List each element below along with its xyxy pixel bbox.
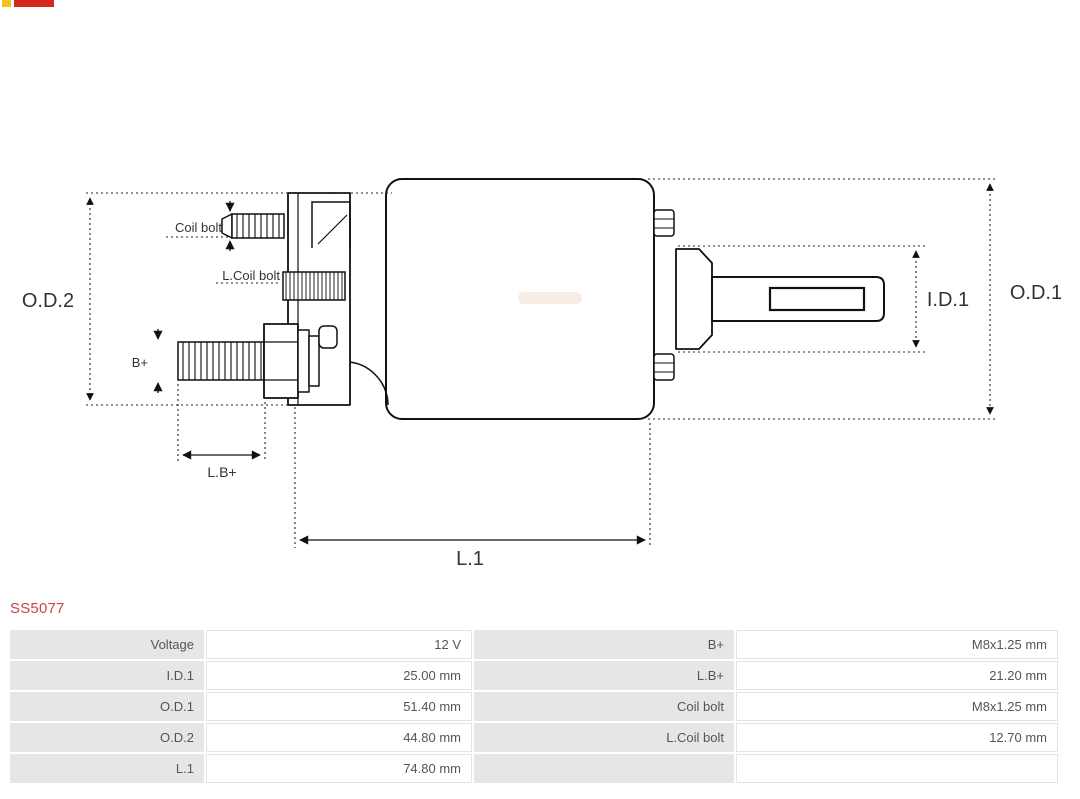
spec-value-cell: 44.80 mm: [206, 723, 472, 752]
spec-value-cell: M8x1.25 mm: [736, 630, 1058, 659]
table-row: L.1 74.80 mm: [10, 754, 1058, 783]
coil-terminal-block: [282, 271, 346, 301]
id1-label: I.D.1: [927, 289, 969, 311]
spec-value-cell: 51.40 mm: [206, 692, 472, 721]
table-row: I.D.1 25.00 mm L.B+ 21.20 mm: [10, 661, 1058, 690]
dimension-lines: [86, 178, 998, 548]
table-row: O.D.1 51.40 mm Coil bolt M8x1.25 mm: [10, 692, 1058, 721]
spec-value-cell: [736, 754, 1058, 783]
od1-label: O.D.1: [1010, 282, 1062, 304]
table-row: O.D.2 44.80 mm L.Coil bolt 12.70 mm: [10, 723, 1058, 752]
spec-label-cell: [474, 754, 734, 783]
plunger-collar: [675, 248, 713, 350]
spec-table: Voltage 12 V B+ M8x1.25 mm I.D.1 25.00 m…: [8, 628, 1060, 785]
terminal-tab-bottom: [653, 353, 675, 381]
spec-value-cell: 12.70 mm: [736, 723, 1058, 752]
spec-label-cell: L.Coil bolt: [474, 723, 734, 752]
spec-label-cell: L.B+: [474, 661, 734, 690]
spec-value-cell: 74.80 mm: [206, 754, 472, 783]
spec-value-cell: M8x1.25 mm: [736, 692, 1058, 721]
l-coil-bolt-label: L.Coil bolt: [222, 268, 280, 283]
l-b-plus-label: L.B+: [207, 464, 236, 480]
b-plus-stud: [177, 323, 338, 399]
od2-label: O.D.2: [22, 290, 74, 312]
logo-fragment: [2, 0, 54, 7]
part-number: SS5077: [10, 600, 65, 617]
spec-label-cell: I.D.1: [10, 661, 204, 690]
spec-value-cell: 12 V: [206, 630, 472, 659]
spec-label-cell: B+: [474, 630, 734, 659]
spec-value-cell: 25.00 mm: [206, 661, 472, 690]
spec-label-cell: L.1: [10, 754, 204, 783]
logo-yellow-chip: [2, 0, 11, 7]
logo-red-chip: [14, 0, 54, 7]
spec-label-cell: O.D.1: [10, 692, 204, 721]
l1-label: L.1: [456, 548, 484, 570]
solenoid-part-outline: [177, 178, 885, 420]
solenoid-drawing-svg: O.D.2 O.D.1 I.D.1 L.1 Coil bolt L.Coil b…: [22, 178, 1062, 570]
coil-bolt-stud: [221, 213, 285, 239]
dimension-labels: O.D.2 O.D.1 I.D.1 L.1 Coil bolt L.Coil b…: [22, 220, 1062, 570]
table-row: Voltage 12 V B+ M8x1.25 mm: [10, 630, 1058, 659]
spec-label-cell: Voltage: [10, 630, 204, 659]
terminal-tab-top: [653, 209, 675, 237]
coil-bolt-label: Coil bolt: [175, 220, 222, 235]
spec-label-cell: Coil bolt: [474, 692, 734, 721]
spec-value-cell: 21.20 mm: [736, 661, 1058, 690]
spec-table-wrap: Voltage 12 V B+ M8x1.25 mm I.D.1 25.00 m…: [8, 628, 1060, 785]
plunger-shaft: [711, 276, 885, 322]
b-plus-label: B+: [132, 355, 148, 370]
spec-label-cell: O.D.2: [10, 723, 204, 752]
plunger-slot: [768, 286, 866, 312]
watermark: [518, 292, 582, 304]
technical-diagram: O.D.2 O.D.1 I.D.1 L.1 Coil bolt L.Coil b…: [22, 178, 1062, 570]
